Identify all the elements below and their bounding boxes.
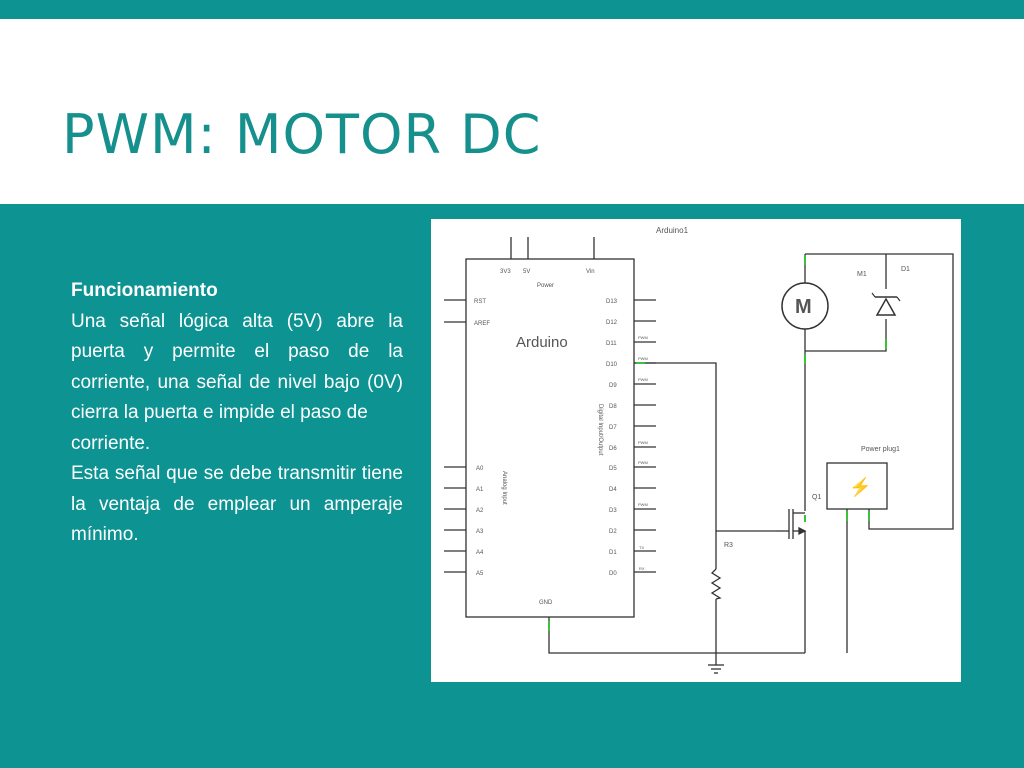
power-plug-box: [826, 462, 888, 510]
wire-gnd-bus: [548, 617, 805, 654]
power-pin-lines: [510, 237, 595, 259]
pwm-tag-d10: PWM: [638, 356, 648, 361]
circuit-schematic: Arduino1 Arduino 3V3 5V Vin Power RST AR…: [431, 219, 961, 682]
pin-d9: D9: [609, 383, 617, 389]
pin-d10: D10: [606, 362, 618, 368]
pwm-tag-d11: PWM: [638, 335, 648, 340]
arduino-board: [465, 258, 635, 618]
pin-d11: D11: [606, 341, 617, 347]
analog-input-label: Analog Input: [501, 471, 507, 505]
pin-d3: D3: [609, 508, 617, 514]
green-connection-marks: [548, 255, 887, 631]
pin-a3: A3: [476, 529, 484, 535]
pin-a4: A4: [476, 550, 484, 556]
motor-letter: M: [795, 296, 812, 318]
arduino-name: Arduino: [516, 334, 568, 351]
pwm-tag-d9: PWM: [638, 377, 648, 382]
pin-aref: AREF: [474, 321, 490, 327]
digital-pin-labels: D13 D12 D11 D10 D9 D8 D7 D6 D5 D4 D3 D2 …: [606, 299, 618, 577]
body-paragraph-1-end: corriente.: [71, 432, 151, 454]
slide-title: PWM: MOTOR DC: [62, 103, 542, 166]
title-band: [0, 19, 1024, 204]
transistor-symbol: [776, 509, 807, 539]
analog-pin-lines: [444, 466, 466, 573]
rx-label: RX: [639, 566, 645, 571]
arduino-ref-label: Arduino1: [656, 226, 689, 235]
pin-d1: D1: [609, 550, 617, 556]
pin-d12: D12: [606, 320, 618, 326]
pin-3v3: 3V3: [500, 269, 511, 275]
motor-ref: M1: [857, 271, 867, 278]
left-top-pin-lines: [444, 299, 466, 323]
pin-d6: D6: [609, 446, 617, 452]
wire-diode-bottom: [805, 319, 887, 352]
pin-d5: D5: [609, 466, 617, 472]
resistor-ref: R3: [724, 542, 733, 549]
motor-symbol: [781, 282, 829, 330]
digital-pin-lines: [634, 299, 656, 573]
pin-d0: D0: [609, 571, 617, 577]
diode-ref: D1: [901, 266, 910, 273]
tx-label: TX: [639, 545, 644, 550]
pin-vin: Vin: [586, 269, 595, 275]
top-accent-bar: [0, 0, 1024, 19]
power-plug-symbol: ⚡: [849, 476, 871, 498]
diode-symbol: [871, 292, 901, 316]
power-plug-ref: Power plug1: [861, 446, 900, 453]
ground-symbol: [708, 653, 724, 674]
pwm-tags: PWM PWM PWM PWM PWM PWM: [638, 335, 648, 507]
pin-d8: D8: [609, 404, 617, 410]
pin-d13: D13: [606, 299, 618, 305]
pin-rst: RST: [474, 299, 486, 305]
pwm-tag-d3: PWM: [638, 502, 648, 507]
pin-a2: A2: [476, 508, 484, 514]
power-label: Power: [537, 283, 554, 289]
pin-a0: A0: [476, 466, 484, 472]
schematic-svg: Arduino1 Arduino 3V3 5V Vin Power RST AR…: [444, 226, 954, 674]
body-text: Funcionamiento Una señal lógica alta (5V…: [71, 276, 403, 551]
resistor-symbol: [710, 568, 722, 600]
transistor-ref: Q1: [812, 494, 821, 501]
gnd-label: GND: [539, 600, 553, 606]
body-heading: Funcionamiento: [71, 280, 218, 301]
body-paragraph-2: Esta señal que se debe transmitir tiene …: [71, 463, 403, 545]
pin-d7: D7: [609, 425, 617, 431]
wire-d10-to-gate: [634, 362, 776, 532]
pwm-tag-d5: PWM: [638, 460, 648, 465]
pin-d4: D4: [609, 487, 617, 493]
wiring: [548, 253, 954, 654]
pin-a1: A1: [476, 487, 484, 493]
pin-a5: A5: [476, 571, 484, 577]
wire-top-rail: [805, 253, 954, 530]
pwm-tag-d6: PWM: [638, 440, 648, 445]
digital-io-label: Digital Input/Output: [597, 404, 603, 456]
pin-d2: D2: [609, 529, 617, 535]
body-paragraph-1: Una señal lógica alta (5V) abre la puert…: [71, 310, 403, 424]
pin-5v: 5V: [523, 269, 530, 275]
